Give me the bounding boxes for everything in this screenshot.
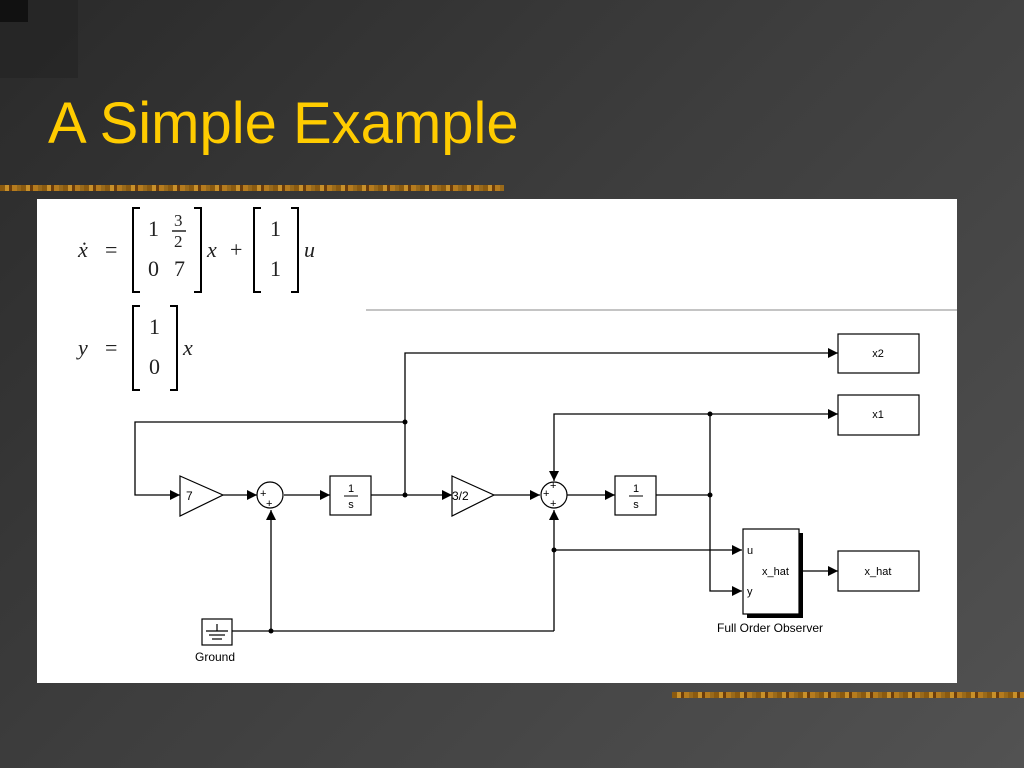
diagram-panel [37, 199, 957, 683]
matrix-b: 1 1 [253, 207, 299, 293]
state-plus: + [230, 237, 242, 262]
state-equals: = [105, 237, 117, 262]
ground-icon [206, 624, 228, 640]
junction-dot [402, 492, 408, 498]
sum-2-sign-bottom: + [550, 498, 556, 510]
sum-2-sign-top: + [550, 480, 556, 492]
matrix-c-r1: 1 [149, 314, 160, 339]
output-equation: y = 1 0 x [76, 305, 193, 391]
matrix-a-r1c1: 1 [148, 216, 159, 241]
sum-block-2[interactable]: + + + [540, 480, 568, 510]
matrix-a: 1 3 2 0 7 [132, 207, 202, 293]
integrator-1-num: 1 [348, 483, 354, 495]
observer-out-label: x_hat [762, 566, 789, 578]
feedback-line [134, 421, 405, 500]
line-to-x2 [404, 348, 838, 495]
observer-port-y: y [747, 586, 753, 598]
gain-7-block[interactable]: 7 [179, 475, 225, 517]
observer-block[interactable]: u y x_hat Full Order Observer [717, 528, 823, 635]
junction-dot [707, 492, 713, 498]
state-lhs: ẋ [77, 237, 88, 262]
footer-divider [672, 692, 1024, 698]
sum-block-1[interactable]: + + [256, 481, 284, 510]
observer-caption: Full Order Observer [717, 621, 823, 635]
observer-port-u: u [747, 545, 753, 557]
matrix-a-r1c2-num: 3 [174, 211, 183, 230]
matrix-c: 1 0 [132, 305, 178, 391]
corner-mark [0, 0, 28, 22]
scope-x2-label: x2 [872, 348, 884, 360]
ground-block[interactable]: Ground [195, 618, 235, 664]
junction-dots [268, 411, 713, 634]
slide-title: A Simple Example [48, 91, 519, 156]
ground-caption: Ground [195, 650, 235, 664]
state-u: u [304, 237, 315, 262]
gain-3-2-block[interactable]: 3/2 [451, 475, 496, 517]
matrix-b-r1: 1 [270, 216, 281, 241]
output-lhs: y [76, 335, 88, 360]
matrix-a-r2c2: 7 [174, 256, 185, 281]
junction-dot [707, 411, 713, 417]
matrix-a-r1c2-den: 2 [174, 232, 183, 251]
line-y-observer [709, 495, 742, 596]
junction-dot [268, 628, 274, 634]
integrator-block-1[interactable]: 1 s [329, 475, 372, 516]
junction-dot [551, 547, 557, 553]
scope-x1-label: x1 [872, 409, 884, 421]
integrator-block-2[interactable]: 1 s [614, 475, 657, 516]
scope-xhat-block[interactable]: x_hat [837, 550, 920, 592]
gain-3-2-label: 3/2 [452, 489, 469, 503]
state-x: x [206, 237, 217, 262]
scope-xhat-label: x_hat [865, 566, 892, 578]
integrator-2-num: 1 [633, 483, 639, 495]
output-equals: = [105, 335, 117, 360]
sum-1-sign-bottom: + [266, 498, 272, 510]
matrix-b-r2: 1 [270, 256, 281, 281]
line-feedback-sum2 [549, 413, 710, 481]
matrix-a-r2c1: 0 [148, 256, 159, 281]
integrator-1-den: s [348, 499, 354, 511]
gain-7-label: 7 [186, 489, 193, 503]
state-equation: ẋ = 1 3 2 0 7 x + 1 1 u [77, 207, 315, 293]
integrator-2-den: s [633, 499, 639, 511]
scope-x2-block[interactable]: x2 [837, 333, 920, 374]
sum-1-sign-left: + [260, 488, 266, 500]
title-divider [0, 185, 504, 191]
matrix-c-r2: 0 [149, 354, 160, 379]
scope-x1-block[interactable]: x1 [837, 394, 920, 436]
junction-dot [402, 419, 408, 425]
sum-2-sign-left: + [543, 488, 549, 500]
output-x: x [182, 335, 193, 360]
